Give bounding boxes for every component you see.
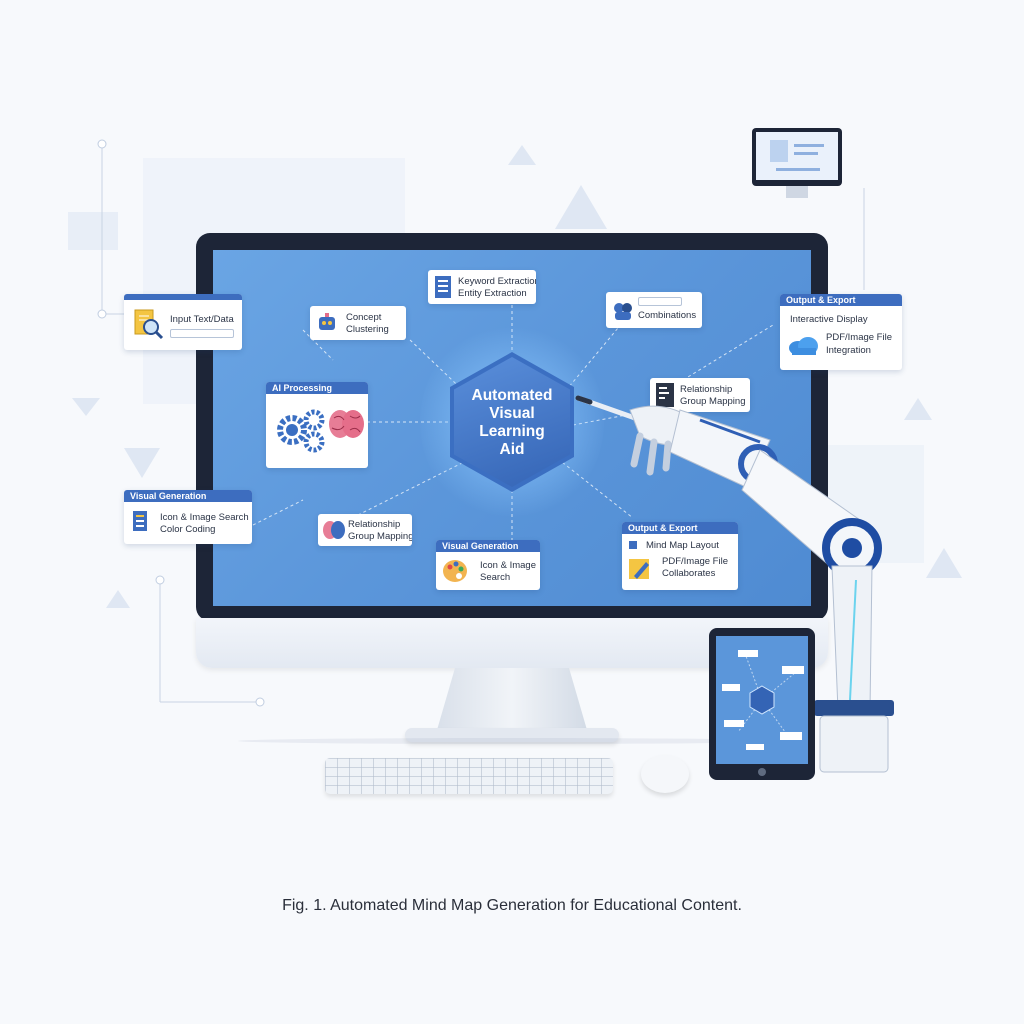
gears-icon bbox=[277, 409, 325, 453]
pencil-icon bbox=[629, 559, 649, 579]
card-output-right-header: Output & Export bbox=[780, 294, 902, 306]
card-keyword-extraction[interactable]: Keyword Extraction Entity Extraction bbox=[428, 270, 536, 304]
card-visual-left-line1: Icon & Image Search bbox=[160, 512, 249, 523]
background-square bbox=[68, 212, 118, 250]
card-concept-line1: Concept bbox=[346, 312, 382, 323]
search-bar[interactable] bbox=[638, 297, 682, 306]
document-list-icon bbox=[133, 511, 147, 531]
card-ai-header: AI Processing bbox=[266, 382, 368, 394]
small-monitor bbox=[752, 128, 842, 186]
deco-triangle bbox=[72, 398, 100, 416]
robot-head-icon bbox=[614, 303, 632, 320]
brain-icon bbox=[323, 521, 345, 539]
checkbox-icon bbox=[629, 541, 637, 549]
card-visual-left-line2: Color Coding bbox=[160, 524, 216, 535]
card-concept-clustering[interactable]: Concept Clustering bbox=[310, 306, 406, 340]
deco-triangle bbox=[124, 448, 160, 478]
small-monitor-stand bbox=[786, 186, 808, 198]
card-keyword-line2: Entity Extraction bbox=[458, 288, 527, 299]
card-output-bottom-line1: Mind Map Layout bbox=[646, 540, 719, 551]
card-output-export-right[interactable]: Output & Export Interactive Display PDF/… bbox=[780, 294, 902, 370]
card-visual-bottom-line2: Search bbox=[480, 572, 511, 583]
tablet-home-button bbox=[758, 768, 766, 776]
card-combinations-line1: Combinations bbox=[638, 310, 697, 321]
deco-triangle bbox=[926, 548, 962, 578]
document-list-icon bbox=[656, 383, 674, 407]
card-relationship-right-line1: Relationship bbox=[680, 384, 733, 395]
card-relationship-bottom-line2: Group Mapping bbox=[348, 531, 412, 542]
card-output-export-bottom[interactable]: Output & Export Mind Map Layout PDF/Imag… bbox=[622, 522, 738, 590]
document-list-icon bbox=[435, 276, 451, 298]
tablet bbox=[709, 628, 815, 780]
cloud-icon bbox=[789, 337, 818, 355]
card-input-label: Input Text/Data bbox=[170, 314, 234, 325]
card-visual-bottom-line1: Icon & Image bbox=[480, 560, 536, 571]
card-relationship-right[interactable]: Relationship Group Mapping bbox=[650, 378, 750, 412]
card-visual-left-header: Visual Generation bbox=[124, 490, 252, 502]
keyboard bbox=[325, 758, 613, 794]
deco-triangle bbox=[508, 145, 536, 165]
robot-arm bbox=[575, 395, 894, 773]
card-visual-generation-bottom[interactable]: Visual Generation Icon & Image Search bbox=[436, 540, 540, 590]
card-relationship-right-line2: Group Mapping bbox=[680, 396, 746, 407]
tablet-screen bbox=[716, 636, 808, 764]
input-field[interactable] bbox=[170, 329, 234, 338]
tablet-mind-map bbox=[722, 650, 804, 750]
card-visual-bottom-header: Visual Generation bbox=[436, 540, 540, 552]
desk-shadow bbox=[238, 738, 786, 744]
card-output-right-line3: Integration bbox=[826, 345, 871, 356]
card-combinations[interactable]: Combinations bbox=[606, 292, 702, 328]
card-concept-line2: Clustering bbox=[346, 324, 389, 335]
magnifier-document-icon bbox=[134, 309, 164, 340]
deco-triangle bbox=[904, 398, 932, 420]
monitor-neck bbox=[437, 668, 587, 730]
deco-triangle bbox=[106, 590, 130, 608]
card-output-right-line2: PDF/Image File bbox=[826, 332, 892, 343]
hub-title: Automated Visual Learning Aid bbox=[471, 387, 553, 458]
card-keyword-line1: Keyword Extraction bbox=[458, 276, 536, 287]
palette-icon bbox=[443, 560, 467, 582]
figure-caption: Fig. 1. Automated Mind Map Generation fo… bbox=[282, 897, 742, 914]
deco-triangle bbox=[555, 185, 607, 229]
card-output-bottom-line3: Collaborates bbox=[662, 568, 716, 579]
monitor-base bbox=[405, 728, 619, 742]
card-input-text[interactable]: Input Text/Data bbox=[124, 294, 242, 350]
robot-head-icon bbox=[319, 313, 335, 330]
card-output-bottom-line2: PDF/Image File bbox=[662, 556, 728, 567]
card-output-bottom-header: Output & Export bbox=[622, 522, 738, 534]
card-relationship-bottom-line1: Relationship bbox=[348, 519, 401, 530]
card-ai-processing[interactable]: AI Processing bbox=[266, 382, 368, 468]
brain-icon bbox=[329, 410, 364, 438]
card-output-right-line1: Interactive Display bbox=[790, 314, 868, 325]
mouse bbox=[641, 755, 689, 793]
card-relationship-bottom[interactable]: Relationship Group Mapping bbox=[318, 514, 412, 546]
card-visual-generation-left[interactable]: Visual Generation Icon & Image Search Co… bbox=[124, 490, 252, 544]
